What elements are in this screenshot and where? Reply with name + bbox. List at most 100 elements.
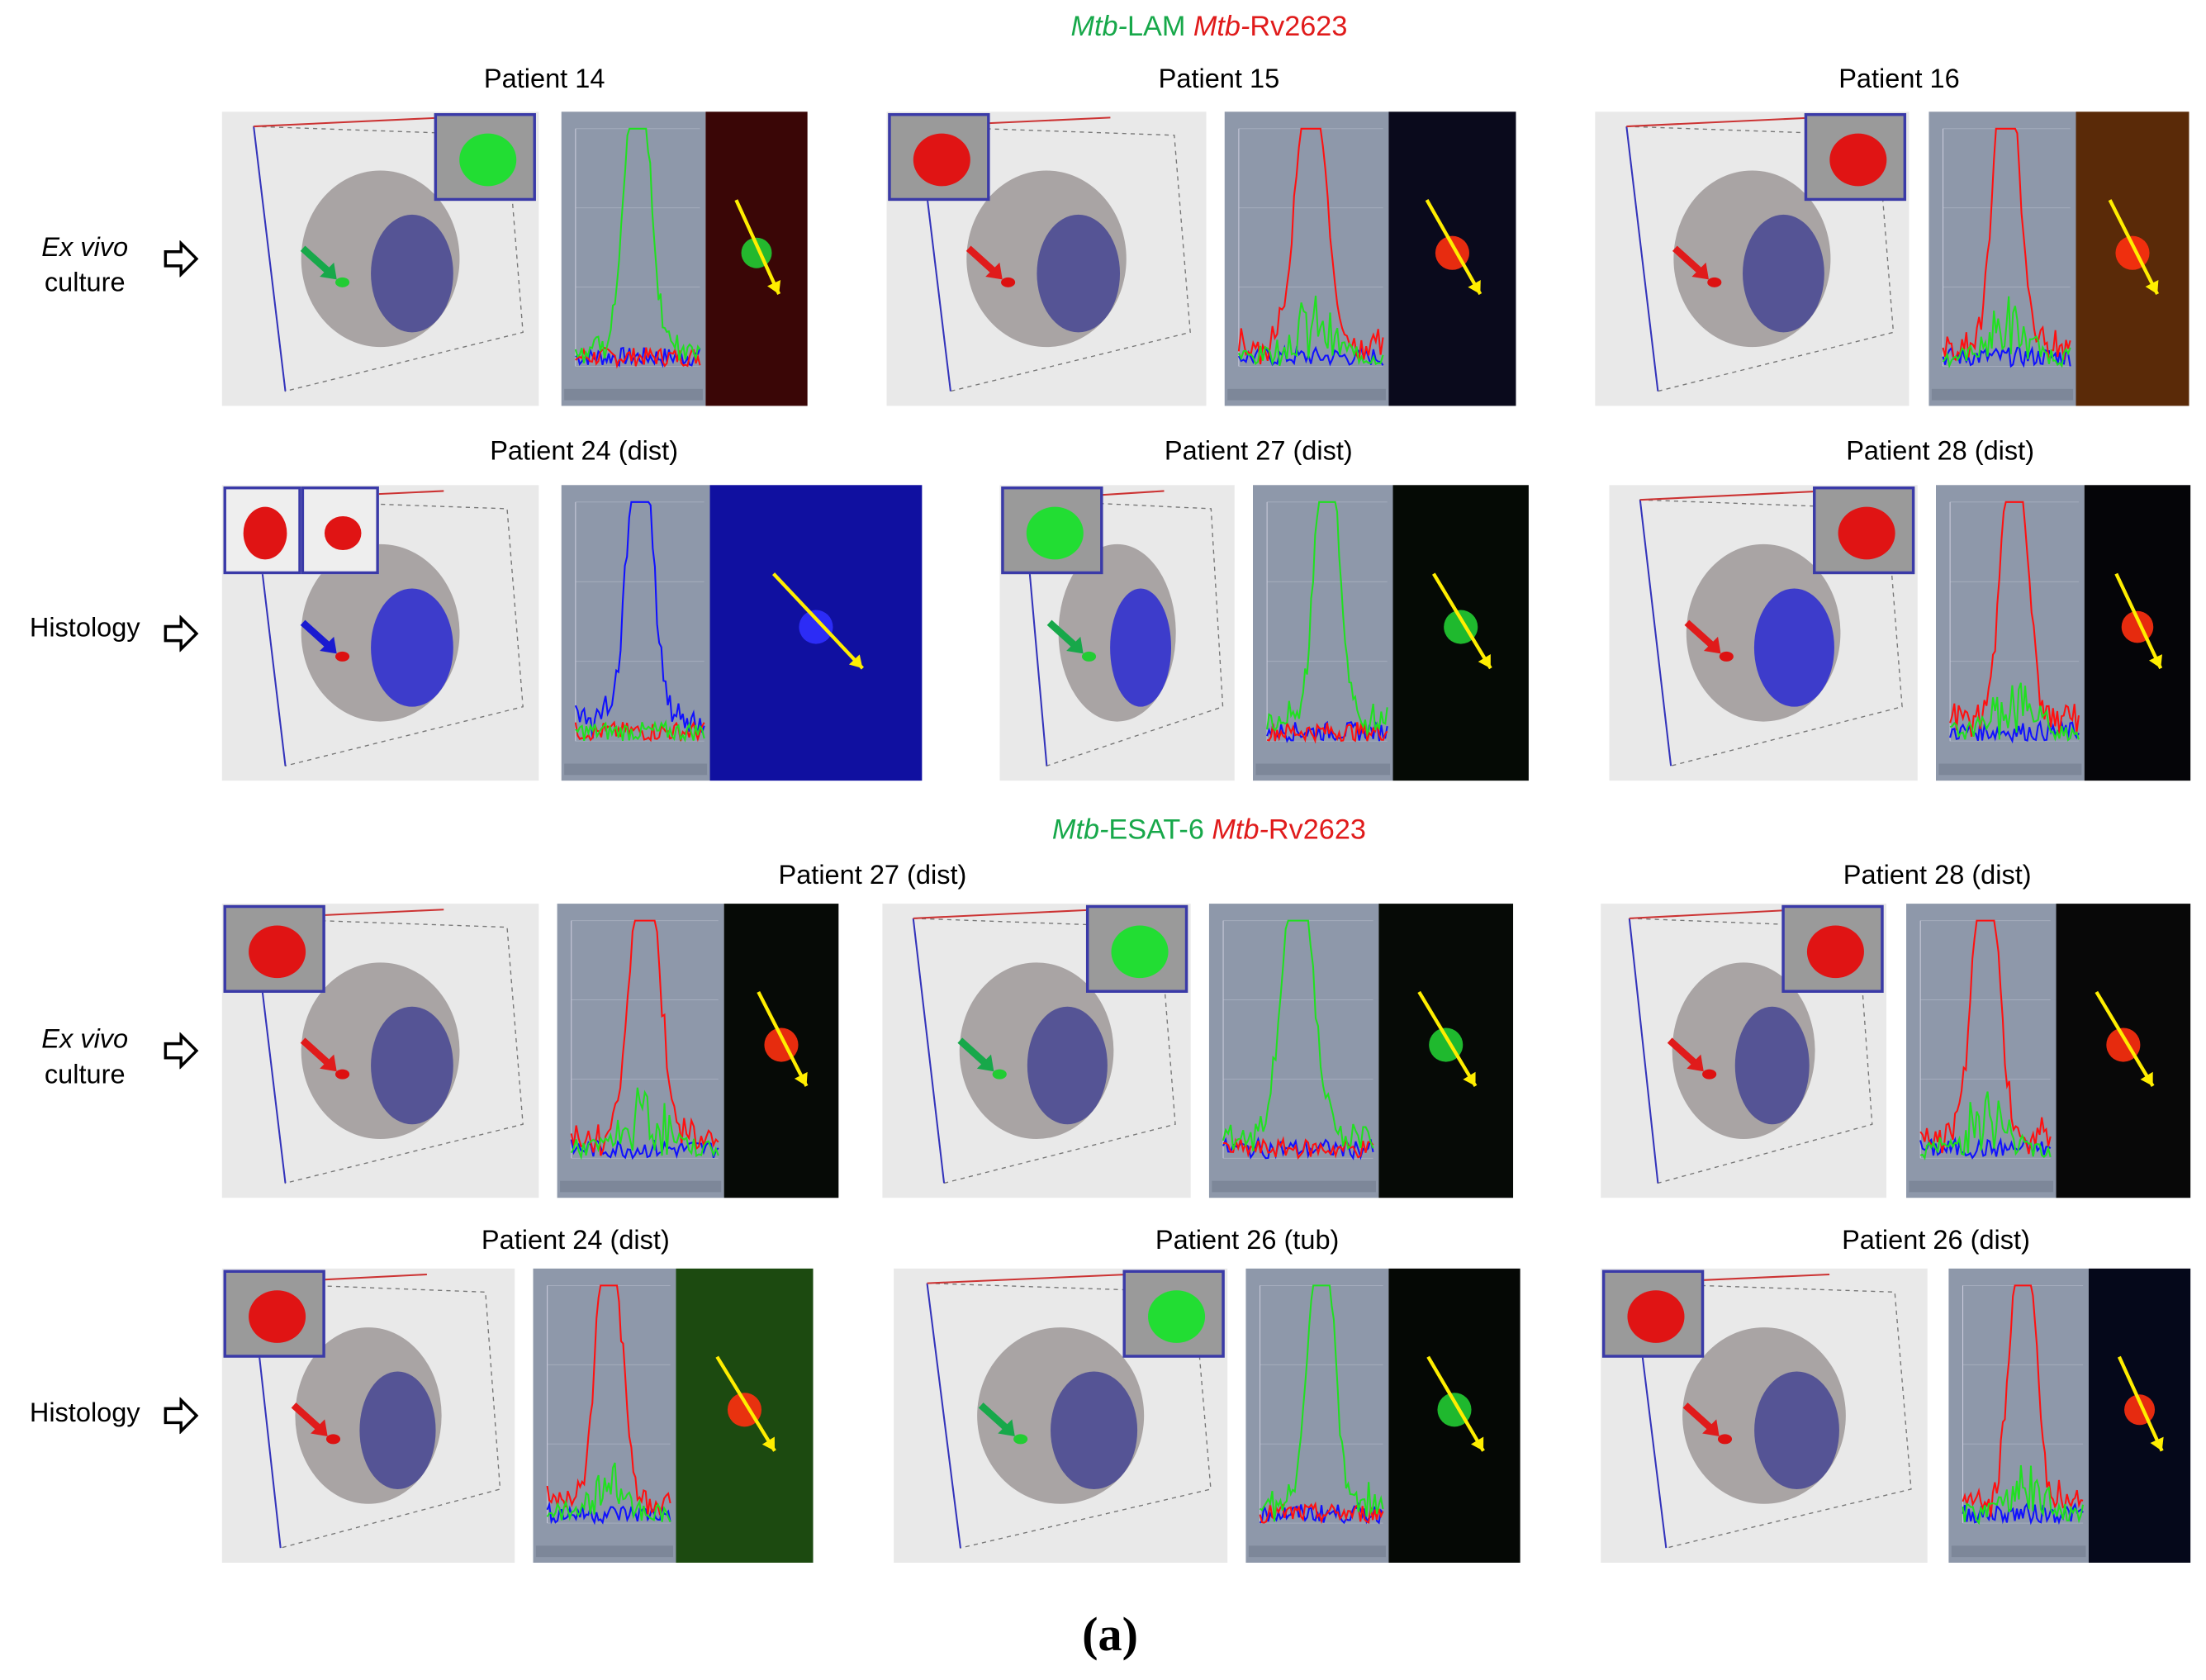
fluorescence-image <box>1388 1268 1520 1563</box>
nucleus <box>1037 214 1121 333</box>
pointer-arrow-head <box>1702 1419 1720 1436</box>
inset-signal <box>249 1290 306 1343</box>
arrow-shape <box>164 1032 199 1070</box>
profile-line-red <box>1919 919 2052 1155</box>
inset-signal <box>1806 925 1864 979</box>
axis-line <box>253 126 287 392</box>
panel-title: Patient 27 (dist) <box>1164 437 1353 467</box>
panel-title: Patient 14 <box>483 64 605 95</box>
zoom-inset <box>223 1269 325 1358</box>
inset-signal <box>1829 133 1887 187</box>
nucleus <box>359 1371 436 1489</box>
profile-arrow-head <box>2145 279 2159 295</box>
chart-legend <box>564 763 708 776</box>
profile-arrow-icon <box>734 199 781 295</box>
pointer-arrow-icon <box>957 1037 991 1069</box>
profile-line-green <box>1942 296 2071 369</box>
zoom-inset <box>301 486 379 575</box>
chart-legend <box>1938 763 2082 776</box>
inset-signal <box>1838 506 1895 560</box>
intensity-profile-chart <box>1208 904 1379 1198</box>
bacterium-signal <box>1702 1069 1717 1080</box>
panel-title: Patient 24 (dist) <box>490 437 679 467</box>
profile-line-green <box>570 1087 719 1160</box>
profile-arrow-icon <box>2117 1355 2164 1452</box>
bacterium-signal <box>334 651 350 662</box>
arrow-shape <box>164 1397 199 1435</box>
nucleus <box>371 1006 453 1125</box>
inset-signal <box>1148 1290 1206 1343</box>
profile-arrow-icon <box>1431 572 1492 670</box>
profile-arrow-icon <box>2114 572 2163 670</box>
pointer-arrow-icon <box>1046 619 1080 651</box>
profile-arrow-icon <box>2108 199 2160 296</box>
profile-line-blue <box>1942 345 2071 368</box>
pointer-arrow-head <box>998 1419 1015 1436</box>
fluorescence-image <box>705 112 808 406</box>
row-arrow-icon <box>163 240 200 278</box>
inset-signal <box>249 925 306 979</box>
bacterium-signal <box>334 277 350 287</box>
chart-legend <box>1909 1180 2054 1193</box>
fluorescence-image <box>2076 112 2189 406</box>
pointer-arrow-head <box>311 1419 328 1436</box>
nucleus <box>371 214 453 333</box>
intensity-profile-chart <box>1936 485 2085 781</box>
bacterium-signal <box>1001 277 1016 287</box>
profile-arrow-icon <box>772 572 864 670</box>
inset-signal <box>1026 506 1084 560</box>
intensity-profile-chart <box>1906 904 2057 1198</box>
bacterium-signal <box>1717 1434 1733 1445</box>
bacterium-signal <box>1081 651 1097 662</box>
arrow-shape <box>164 240 199 278</box>
axis-line <box>1628 918 1659 1184</box>
bacterium-signal <box>1707 277 1722 287</box>
pointer-arrow-head <box>985 262 1003 280</box>
profile-arrow-head <box>2150 1436 2164 1451</box>
profile-arrow-icon <box>1417 990 1478 1088</box>
profile-arrow-head <box>794 1071 808 1086</box>
profile-line-red <box>570 919 719 1156</box>
profile-arrow-head <box>1470 1436 1484 1451</box>
profile-arrow-icon <box>1426 1355 1485 1452</box>
intensity-profile-chart <box>1948 1268 2089 1563</box>
pointer-arrow-icon <box>1682 1402 1716 1434</box>
zoom-inset <box>1001 486 1103 575</box>
figure-label: (a) <box>1082 1609 1139 1662</box>
profile-arrow-icon <box>715 1355 776 1452</box>
inset-signal <box>913 133 970 187</box>
arrow-shape <box>164 614 199 652</box>
pointer-arrow-icon <box>300 1037 334 1069</box>
profile-line-blue <box>1259 1502 1384 1525</box>
intensity-profile-chart <box>561 485 710 781</box>
fluorescence-image <box>676 1268 814 1563</box>
profile-arrow-head <box>2149 654 2162 669</box>
3d-render <box>999 485 1235 781</box>
bacterium-signal <box>325 1434 341 1445</box>
3d-render <box>221 904 539 1198</box>
fluorescence-image <box>709 485 923 781</box>
panel-title: Patient 28 (dist) <box>1843 861 2032 891</box>
axis-line <box>912 918 946 1184</box>
fluorescence-image <box>723 904 839 1198</box>
intensity-profile-chart <box>1928 112 2076 406</box>
profile-arrow-head <box>2140 1071 2153 1086</box>
nucleus <box>1734 1006 1810 1125</box>
profile-line-red <box>1259 1501 1384 1525</box>
nucleus <box>1051 1371 1138 1489</box>
chart-legend <box>1255 763 1391 776</box>
pointer-arrow-head <box>320 262 337 280</box>
intensity-profile-chart <box>1245 1268 1389 1563</box>
row-label-histology: Histology <box>29 614 140 644</box>
section-header-lam: Mtb-LAM Mtb-Rv2623 <box>1070 11 1348 43</box>
bounding-box <box>253 918 524 1184</box>
zoom-inset <box>888 112 990 202</box>
row-arrow-icon <box>163 1032 200 1070</box>
axis-line <box>913 909 1098 919</box>
row-label-histology: Histology <box>29 1398 140 1429</box>
pointer-arrow-icon <box>1667 1037 1701 1069</box>
nucleus <box>1110 588 1172 707</box>
pointer-arrow-head <box>1687 1054 1704 1072</box>
pointer-arrow-icon <box>1672 245 1705 277</box>
pointer-arrow-head <box>320 636 337 654</box>
